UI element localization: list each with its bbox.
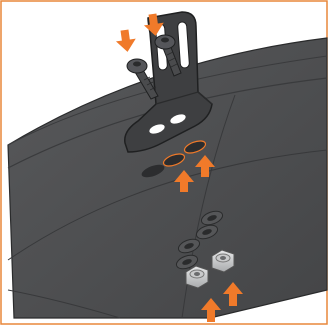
diagram-canvas	[0, 0, 328, 325]
assembly-diagram	[0, 0, 328, 325]
